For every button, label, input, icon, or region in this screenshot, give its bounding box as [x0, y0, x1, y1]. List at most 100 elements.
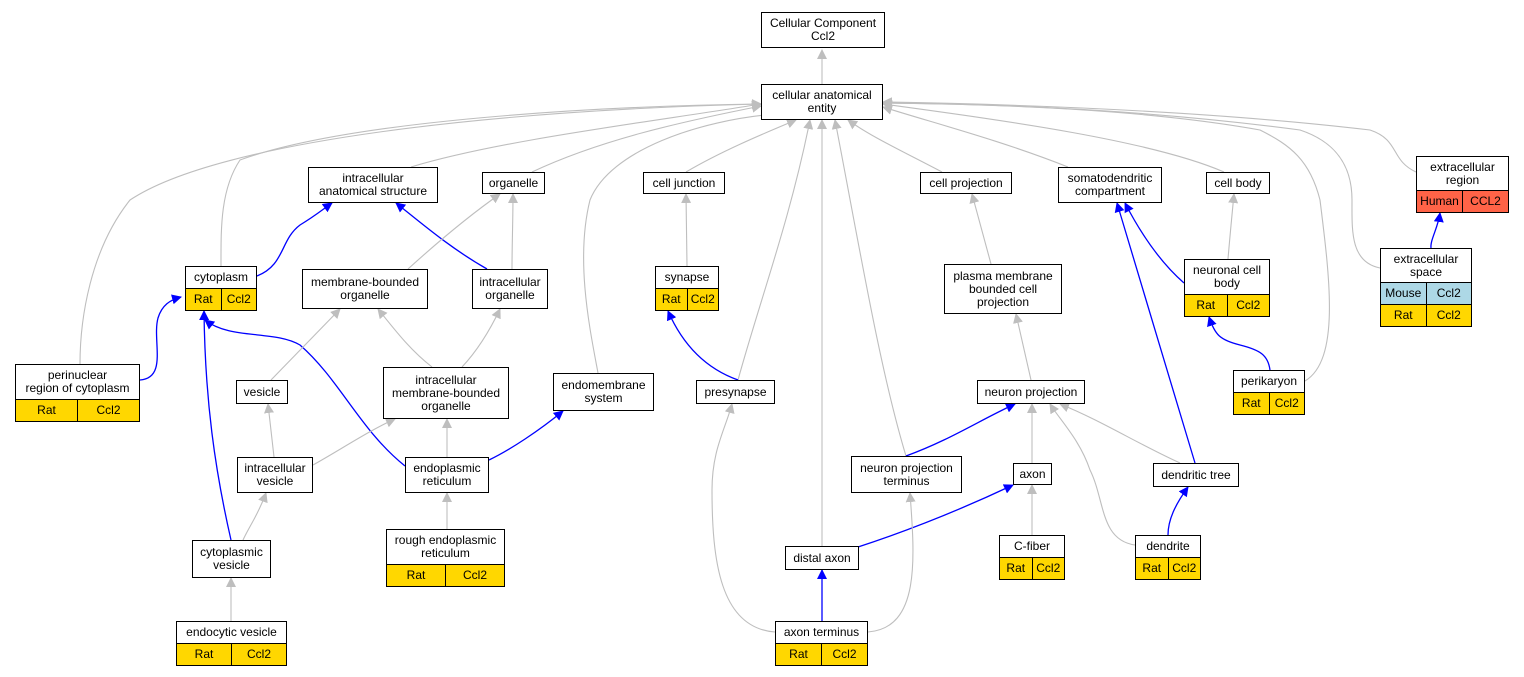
node-label: somatodendritic compartment [1067, 171, 1153, 198]
node-intraorganelle[interactable]: intracellular organelle [472, 269, 548, 309]
node-presynapse[interactable]: presynapse [696, 380, 775, 404]
species-cell: Human [1417, 191, 1462, 212]
node-label: endomembrane system [561, 378, 646, 405]
edge-imbo-to-intraorganelle [461, 308, 501, 368]
node-neuronprojection[interactable]: neuron projection [977, 380, 1085, 404]
edge-dendritictree-to-neuronprojection [1059, 402, 1181, 464]
node-ias[interactable]: intracellular anatomical structure [308, 167, 438, 203]
gene-cell: Ccl2 [231, 644, 286, 665]
gene-cell: Ccl2 [1425, 283, 1471, 304]
node-label: organelle [488, 175, 539, 190]
node-label: synapse [664, 270, 710, 284]
gene-cell: Ccl2 [1167, 558, 1200, 579]
node-er[interactable]: endoplasmic reticulum [405, 457, 489, 493]
node-label: endoplasmic reticulum [413, 461, 481, 488]
species-cell: Rat [186, 289, 221, 310]
node-npt[interactable]: neuron projection terminus [851, 456, 962, 493]
gene-cell: Ccl2 [686, 289, 718, 310]
edge-dendrite-to-dendritictree [1167, 486, 1189, 536]
edge-endomembrane-to-cae [583, 109, 777, 374]
gene-cell: Ccl2 [77, 400, 139, 421]
node-label: cell junction [652, 175, 716, 190]
gene-cell: Ccl2 [445, 565, 504, 586]
node-cytovesicle[interactable]: cytoplasmic vesicle [192, 540, 271, 578]
edge-axonterminus-to-presynapse [711, 403, 776, 633]
edge-presynapse-to-synapse [667, 310, 739, 381]
gene-cell: CCL2 [1462, 191, 1508, 212]
node-cellprojection[interactable]: cell projection [920, 172, 1012, 194]
edge-intraorganelle-to-organelle [507, 193, 518, 270]
edge-er-to-endomembrane [488, 410, 564, 461]
node-label: Cellular Component Ccl2 [769, 16, 877, 43]
node-cellbody[interactable]: cell body [1206, 172, 1270, 194]
edge-distalaxon-to-axon [857, 484, 1014, 548]
edge-cellprojection-to-cae [847, 119, 943, 173]
edge-extraspace-to-extraregion [1430, 212, 1444, 249]
species-cell: Rat [387, 565, 445, 586]
edge-pmbcp-to-cellprojection [969, 193, 992, 265]
node-label: intracellular anatomical structure [318, 171, 428, 198]
node-endomembrane[interactable]: endomembrane system [553, 373, 654, 411]
edge-cellbody-to-cae [882, 100, 1225, 173]
node-somato[interactable]: somatodendritic compartment [1058, 167, 1162, 203]
species-cell: Rat [1234, 393, 1269, 414]
species-cell: Rat [1000, 558, 1032, 579]
node-label: perinuclear region of cytoplasm [25, 368, 130, 395]
node-label: membrane-bounded organelle [310, 275, 420, 302]
edge-imbo-to-mbo [377, 308, 433, 368]
node-dendritictree[interactable]: dendritic tree [1153, 463, 1239, 487]
node-celljunction[interactable]: cell junction [643, 172, 725, 194]
gene-cell: Ccl2 [1425, 305, 1471, 326]
node-axon[interactable]: axon [1013, 463, 1052, 485]
edge-dendritictree-to-somato [1114, 202, 1196, 464]
node-label: presynapse [704, 384, 767, 399]
edge-neuronprojection-to-pmbcp [1013, 313, 1032, 381]
node-pmbcp[interactable]: plasma membrane bounded cell projection [944, 264, 1062, 314]
node-label: cellular anatomical entity [772, 88, 872, 115]
edge-ncb-to-somato [1124, 202, 1185, 284]
node-label: endocytic vesicle [186, 625, 277, 639]
edge-somato-to-cae [882, 104, 1069, 168]
node-cae[interactable]: cellular anatomical entity [761, 84, 883, 120]
node-root[interactable]: Cellular Component Ccl2 [761, 12, 885, 48]
node-label: neuronal cell body [1192, 263, 1262, 290]
node-label: dendritic tree [1161, 467, 1231, 482]
node-label: cell projection [929, 175, 1003, 190]
gene-cell: Ccl2 [1031, 558, 1064, 579]
node-label: cytoplasmic vesicle [200, 545, 263, 572]
node-organelle[interactable]: organelle [482, 172, 545, 194]
node-label: axon [1019, 466, 1046, 481]
node-label: extracellular region [1430, 159, 1495, 187]
node-intravesicle[interactable]: intracellular vesicle [237, 457, 313, 493]
edge-perikaryon-to-ncb [1207, 316, 1271, 371]
node-label: C-fiber [1013, 539, 1050, 553]
edge-extraregion-to-cae [882, 97, 1417, 173]
node-mbo[interactable]: membrane-bounded organelle [302, 269, 428, 309]
node-label: dendrite [1146, 539, 1190, 553]
node-distalaxon[interactable]: distal axon [785, 546, 859, 570]
node-imbo[interactable]: intracellular membrane-bounded organelle [383, 367, 509, 419]
node-vesicle[interactable]: vesicle [236, 380, 288, 404]
node-label: neuron projection [984, 384, 1078, 399]
edge-axonterminus-to-npt [867, 492, 916, 633]
node-label: axon terminus [783, 625, 860, 639]
